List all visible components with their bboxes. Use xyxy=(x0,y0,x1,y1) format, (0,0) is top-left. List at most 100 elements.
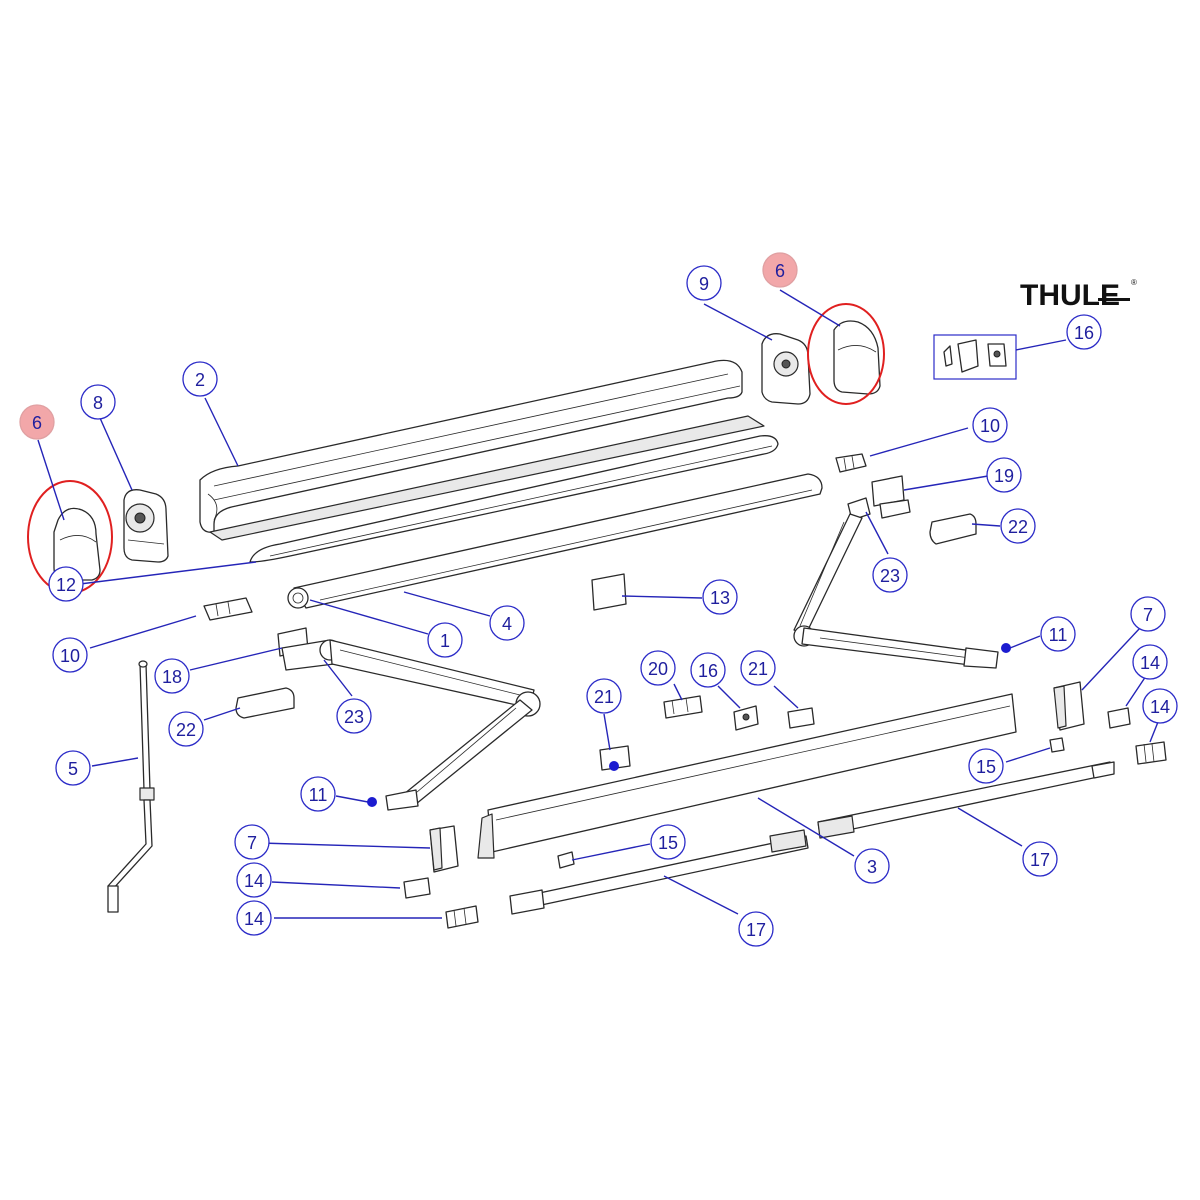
callout-2: 2 xyxy=(182,361,218,397)
callout-7-left-ring xyxy=(234,824,270,860)
callout-21-right: 21 xyxy=(740,650,776,686)
callout-23-left-ring xyxy=(336,698,372,734)
callout-7-right-ring xyxy=(1130,596,1166,632)
leader-19 xyxy=(903,475,989,491)
callout-23-right-label: 23 xyxy=(880,566,900,586)
callout-12-ring xyxy=(48,566,84,602)
callout-16-top-label: 16 xyxy=(1074,323,1094,343)
callout-11-right-ring xyxy=(1040,616,1076,652)
callout-14-left-2-ring xyxy=(236,900,272,936)
registered-mark-icon: ® xyxy=(1131,278,1137,287)
callout-15-left: 15 xyxy=(650,824,686,860)
callout-21-left-ring xyxy=(586,678,622,714)
callout-22-left-ring xyxy=(168,711,204,747)
callout-4-ring xyxy=(489,605,525,641)
callout-9-ring xyxy=(686,265,722,301)
callout-7-left-label: 7 xyxy=(247,833,257,853)
leader-21-right xyxy=(773,685,799,709)
leader-10-left xyxy=(89,615,197,649)
callout-8-ring xyxy=(80,384,116,420)
callout-6-left-ring xyxy=(19,404,55,440)
part-7-end-bracket-left xyxy=(429,825,459,873)
callout-17-right-ring xyxy=(1022,841,1058,877)
callout-9-label: 9 xyxy=(699,274,709,294)
callout-12-label: 12 xyxy=(56,575,76,595)
callout-22-left-label: 22 xyxy=(176,720,196,740)
callout-14-right-1: 14 xyxy=(1132,644,1168,680)
callout-21-right-label: 21 xyxy=(748,659,768,679)
callout-8-label: 8 xyxy=(93,393,103,413)
callout-11-right: 11 xyxy=(1040,616,1076,652)
part-8-drive-unit xyxy=(123,489,169,563)
logo-underline xyxy=(1098,298,1130,301)
callout-8: 8 xyxy=(80,384,116,420)
callout-21-right-ring xyxy=(740,650,776,686)
callout-6-right-ring xyxy=(762,252,798,288)
callout-group: 1234566778910101111121314141414151516161… xyxy=(19,252,1178,947)
callout-22-right-label: 22 xyxy=(1008,517,1028,537)
part-16-bracket-set xyxy=(933,334,1017,380)
part-22-cover-right xyxy=(929,513,977,545)
callout-10-left-label: 10 xyxy=(60,646,80,666)
callout-23-right: 23 xyxy=(872,557,908,593)
callout-10-right: 10 xyxy=(972,407,1008,443)
part-13-plate xyxy=(591,573,627,611)
part-14-cap-right-2 xyxy=(1135,741,1167,765)
callout-6-right-label: 6 xyxy=(775,261,785,281)
callout-21-left: 21 xyxy=(586,678,622,714)
leader-23-right xyxy=(865,511,889,555)
callout-14-right-1-label: 14 xyxy=(1140,653,1160,673)
callout-10-right-ring xyxy=(972,407,1008,443)
leader-4 xyxy=(403,591,491,617)
leader-1 xyxy=(309,599,429,635)
callout-18: 18 xyxy=(154,658,190,694)
callout-19-ring xyxy=(986,457,1022,493)
leader-9 xyxy=(703,303,773,341)
callout-7-right-label: 7 xyxy=(1143,605,1153,625)
callout-15-right-ring xyxy=(968,748,1004,784)
part-20-slider xyxy=(663,695,703,719)
callout-22-left: 22 xyxy=(168,711,204,747)
part-17-support-leg-right xyxy=(817,761,1115,839)
part-16-slider xyxy=(733,705,759,731)
part-2-casing xyxy=(199,359,765,541)
callout-13-ring xyxy=(702,579,738,615)
callout-14-left-2-label: 14 xyxy=(244,909,264,929)
callout-16-middle-ring xyxy=(690,652,726,688)
callout-3-ring xyxy=(854,848,890,884)
callout-17-right: 17 xyxy=(1022,841,1058,877)
leader-13 xyxy=(621,595,703,599)
part-right-arm-assembly xyxy=(793,497,999,669)
part-14-cap-left-1 xyxy=(403,877,431,899)
callout-18-ring xyxy=(154,658,190,694)
part-5-crank-handle xyxy=(107,660,155,913)
leader-16-middle xyxy=(717,685,741,709)
callout-5-ring xyxy=(55,750,91,786)
leader-lines xyxy=(37,289,1159,919)
callout-9: 9 xyxy=(686,265,722,301)
callout-23-left: 23 xyxy=(336,698,372,734)
dot-11-right xyxy=(1001,643,1011,653)
part-17-support-leg-left xyxy=(509,829,809,915)
callout-6-left-label: 6 xyxy=(32,413,42,433)
callout-14-right-2-label: 14 xyxy=(1150,697,1170,717)
callout-21-left-label: 21 xyxy=(594,687,614,707)
leader-7-right xyxy=(1081,627,1141,691)
callout-15-left-ring xyxy=(650,824,686,860)
logo-text: THULE xyxy=(1020,279,1120,312)
leader-15-left xyxy=(571,843,651,861)
part-19-bracket xyxy=(871,475,911,519)
callout-19-label: 19 xyxy=(994,466,1014,486)
part-22-cover-left xyxy=(235,687,295,719)
leader-8 xyxy=(99,417,133,491)
leader-16-top xyxy=(1015,339,1067,351)
callout-22-right: 22 xyxy=(1000,508,1036,544)
callout-6-left: 6 xyxy=(19,404,55,440)
callout-17-left-label: 17 xyxy=(746,920,766,940)
callout-22-right-ring xyxy=(1000,508,1036,544)
callout-20-ring xyxy=(640,650,676,686)
callout-4: 4 xyxy=(489,605,525,641)
leader-3 xyxy=(757,797,855,857)
callout-2-ring xyxy=(182,361,218,397)
